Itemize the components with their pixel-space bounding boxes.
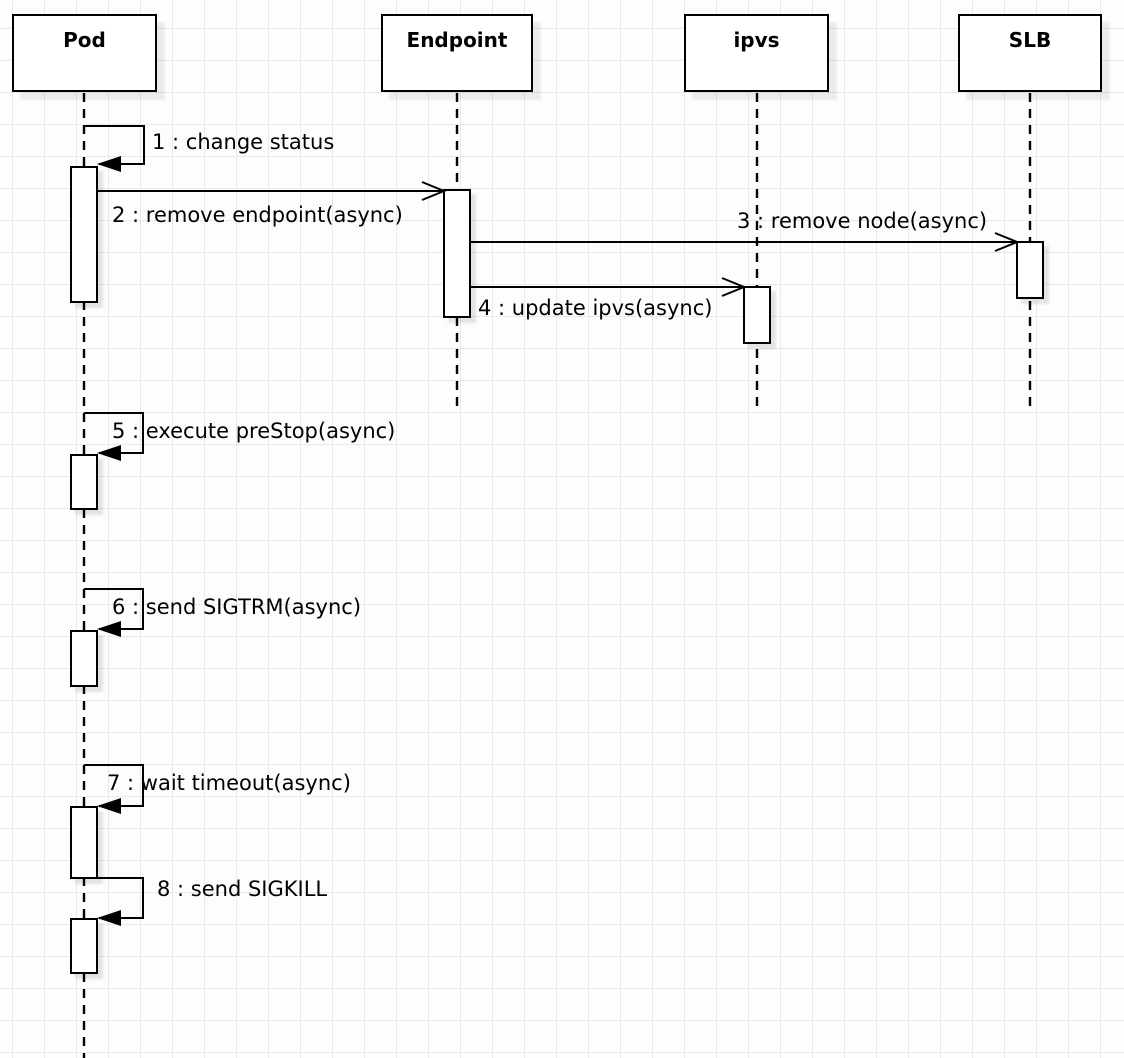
- message-8-line: [84, 877, 144, 919]
- endpoint-activation[interactable]: [443, 189, 471, 318]
- pod-activation-1[interactable]: [70, 166, 98, 303]
- filled-arrowhead-icon: [97, 445, 121, 461]
- message-4[interactable]: [470, 277, 747, 297]
- message-3[interactable]: [470, 232, 1020, 252]
- message-6-label[interactable]: 6 : send SIGTRM(async): [112, 595, 362, 619]
- actor-label-endpoint: Endpoint: [406, 28, 508, 52]
- message-8[interactable]: [84, 877, 144, 926]
- message-4-label[interactable]: 4 : update ipvs(async): [478, 296, 713, 320]
- message-7-label[interactable]: 7 : wait timeout(async): [107, 771, 351, 795]
- open-arrowhead-icon: [421, 181, 447, 201]
- ipvs-activation[interactable]: [743, 286, 771, 344]
- actor-label-ipvs: ipvs: [733, 28, 780, 52]
- actor-label-slb: SLB: [1008, 28, 1052, 52]
- actor-box-pod[interactable]: Pod: [12, 14, 157, 92]
- filled-arrowhead-icon: [97, 156, 121, 172]
- message-1-line: [84, 125, 145, 165]
- filled-arrowhead-icon: [97, 798, 121, 814]
- message-1[interactable]: [84, 125, 145, 172]
- message-1-label[interactable]: 1 : change status: [152, 130, 335, 154]
- message-6[interactable]: [84, 588, 144, 637]
- actor-box-slb[interactable]: SLB: [958, 14, 1102, 92]
- message-5[interactable]: [84, 412, 144, 461]
- filled-arrowhead-icon: [97, 910, 121, 926]
- pod-activation-7[interactable]: [70, 806, 98, 879]
- filled-arrowhead-icon: [97, 621, 121, 637]
- open-arrowhead-icon: [994, 232, 1020, 252]
- pod-activation-5[interactable]: [70, 454, 98, 510]
- message-7[interactable]: [84, 764, 144, 814]
- message-8-label[interactable]: 8 : send SIGKILL: [157, 877, 328, 901]
- pod-activation-8[interactable]: [70, 918, 98, 974]
- message-2-label[interactable]: 2 : remove endpoint(async): [112, 203, 403, 227]
- slb-activation[interactable]: [1016, 241, 1044, 299]
- message-5-label[interactable]: 5 : execute preStop(async): [112, 419, 396, 443]
- actor-label-pod: Pod: [63, 28, 106, 52]
- pod-activation-6[interactable]: [70, 630, 98, 687]
- message-3-label[interactable]: 3 : remove node(async): [737, 209, 988, 233]
- actor-box-ipvs[interactable]: ipvs: [684, 14, 829, 92]
- open-arrowhead-icon: [721, 277, 747, 297]
- actor-box-endpoint[interactable]: Endpoint: [381, 14, 533, 92]
- message-2[interactable]: [97, 181, 447, 201]
